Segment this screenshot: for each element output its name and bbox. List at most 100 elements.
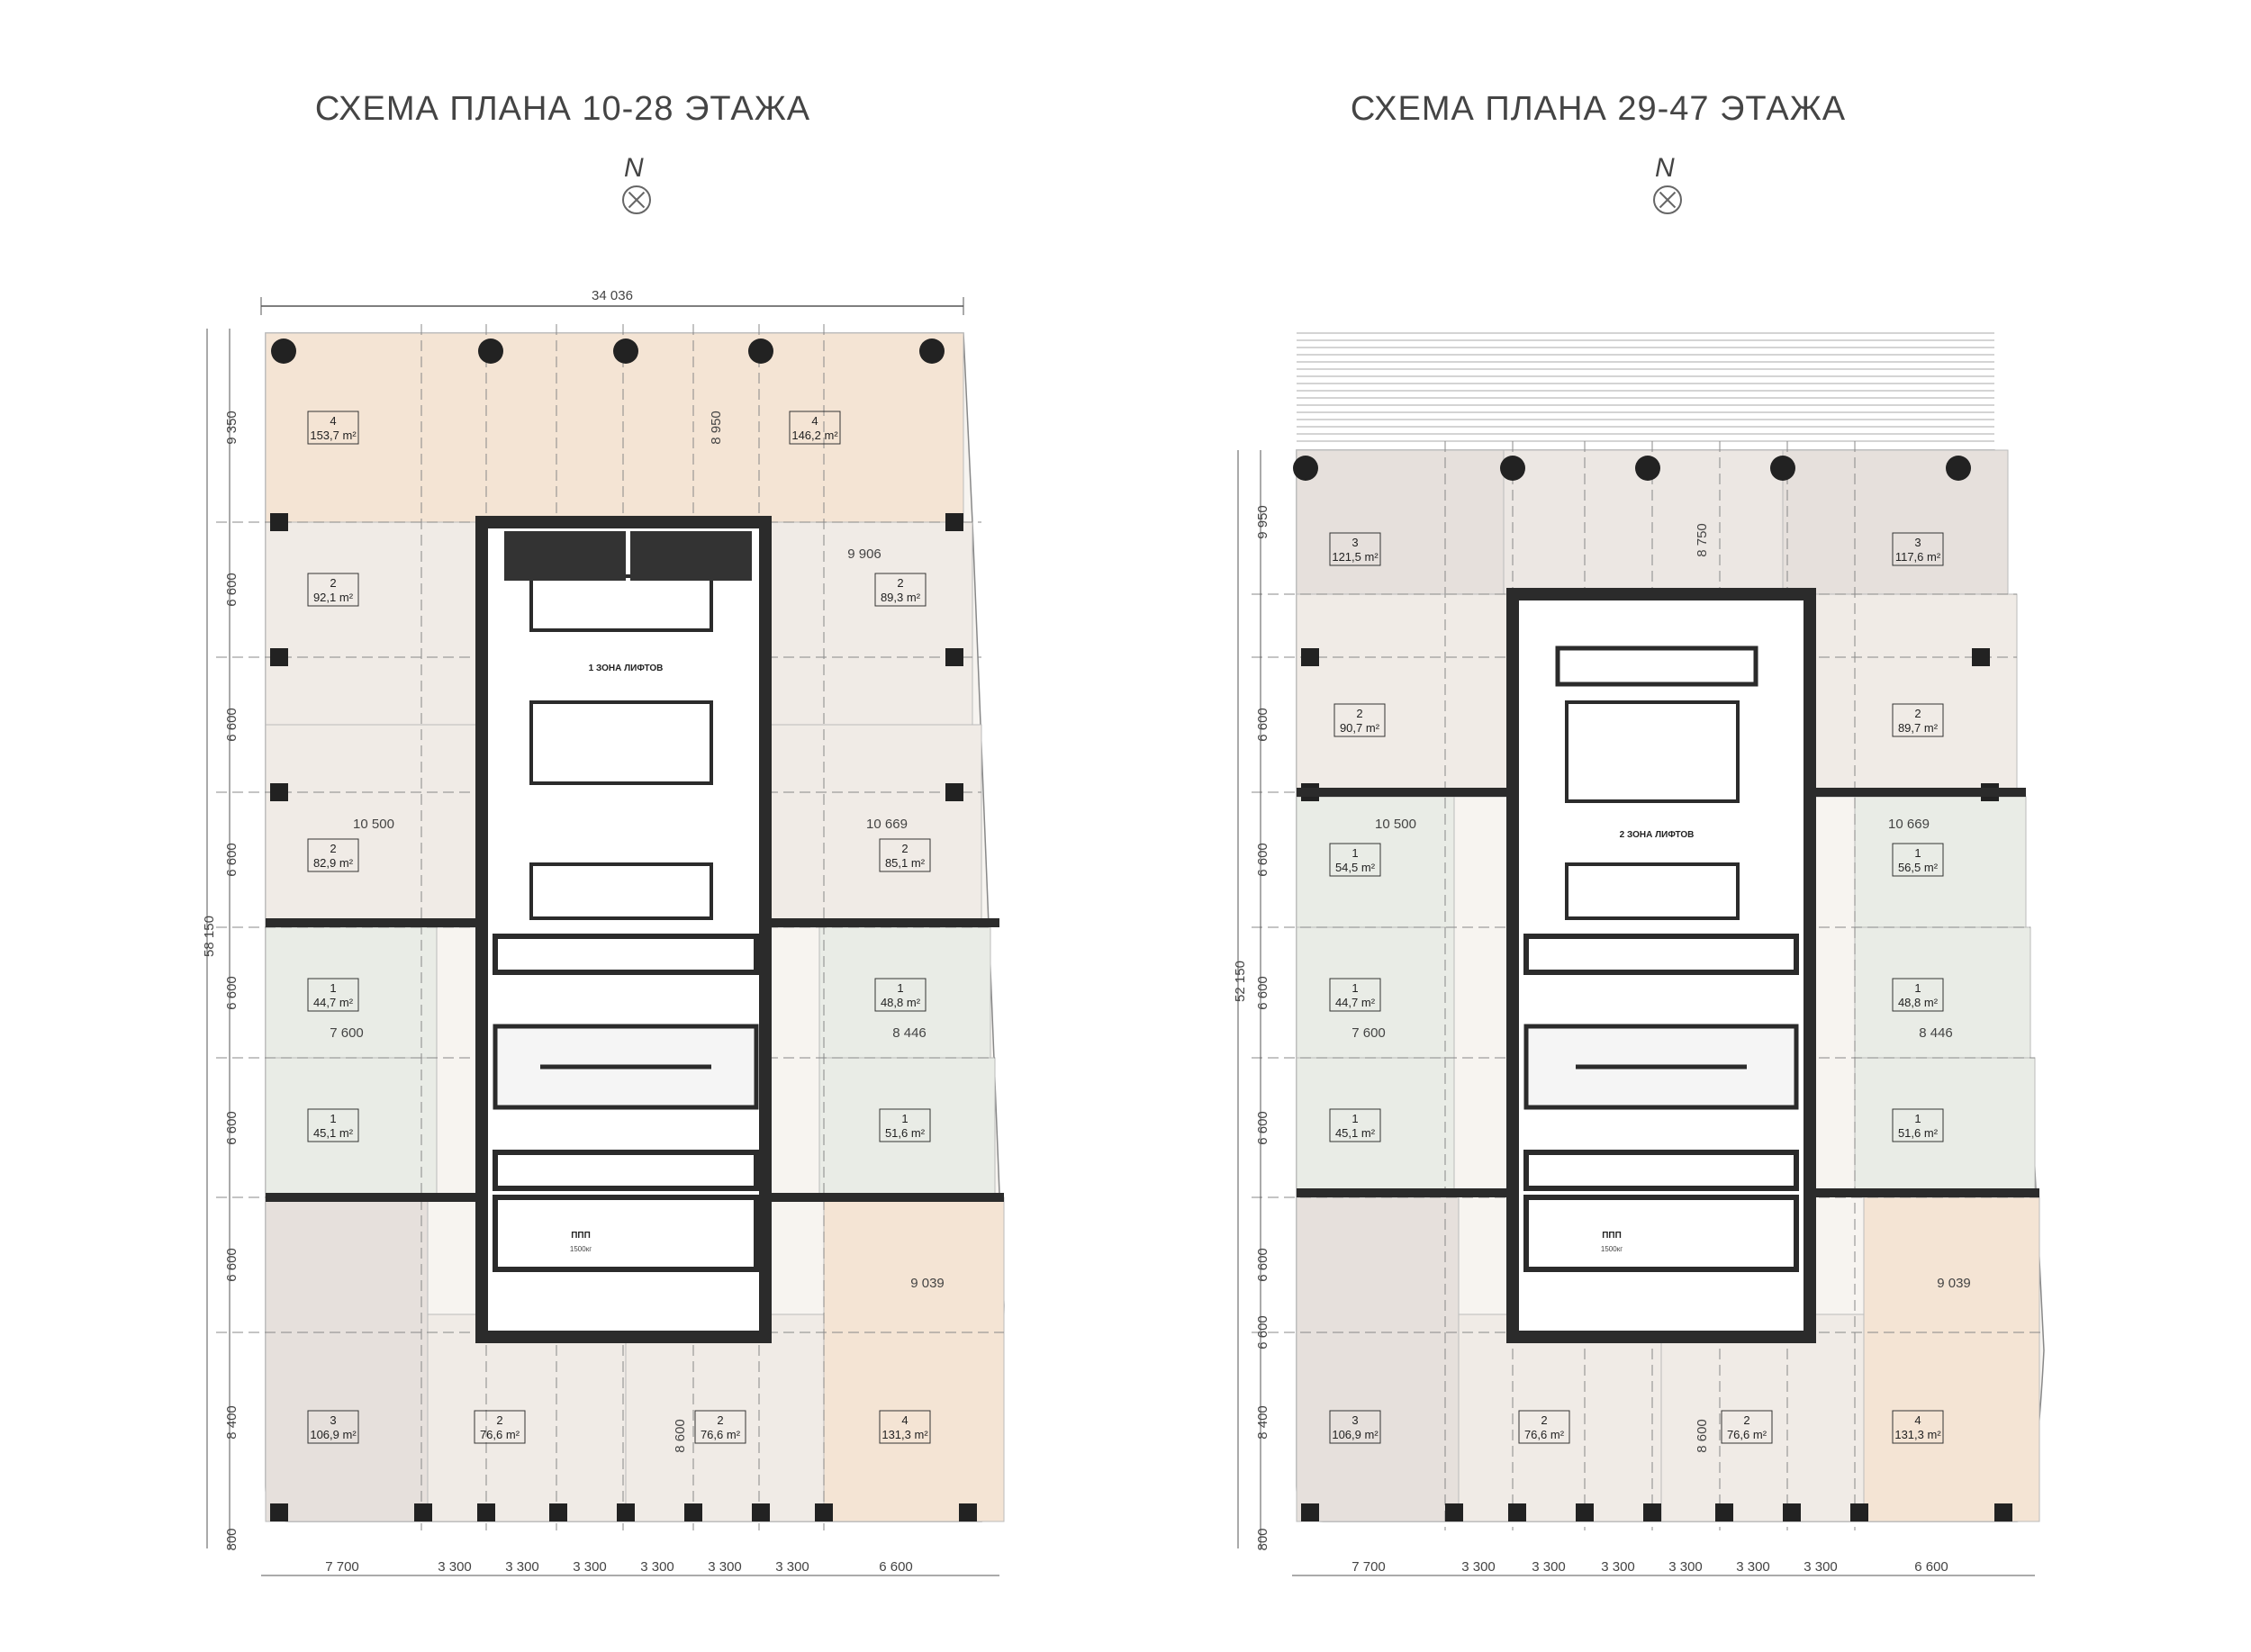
fire-sub: 1500кг — [1601, 1245, 1623, 1253]
svg-text:3 300: 3 300 — [708, 1559, 742, 1575]
svg-text:10 669: 10 669 — [866, 817, 908, 832]
svg-text:6 600: 6 600 — [224, 708, 240, 742]
unit-area: 48,8 m² — [881, 996, 921, 1009]
svg-text:10 500: 10 500 — [1375, 817, 1416, 832]
svg-text:8 750: 8 750 — [1695, 523, 1710, 557]
unit-label: 285,1 m² — [879, 838, 931, 872]
unit-label: 282,9 m² — [307, 838, 359, 872]
unit-label-box — [1329, 978, 1381, 1012]
unit-rooms: 2 — [1914, 707, 1921, 720]
svg-text:8 446: 8 446 — [1919, 1025, 1953, 1041]
north-arrow-icon: N — [608, 153, 662, 225]
unit-area: 45,1 m² — [313, 1126, 354, 1140]
svg-text:3 300: 3 300 — [573, 1559, 607, 1575]
fire-label: ППП — [571, 1231, 591, 1241]
svg-text:8 600: 8 600 — [673, 1419, 688, 1453]
unit-label-box — [474, 1410, 526, 1444]
unit-area: 89,3 m² — [881, 591, 921, 604]
unit-label: 148,8 m² — [1892, 978, 1944, 1012]
unit-label-box — [1892, 1108, 1944, 1142]
unit-area: 106,9 m² — [1332, 1428, 1379, 1441]
unit-label: 292,1 m² — [307, 573, 359, 607]
svg-text:8 400: 8 400 — [1255, 1405, 1270, 1440]
height-dim: 52 150 — [1233, 961, 1248, 1002]
svg-text:800: 800 — [1255, 1528, 1270, 1550]
svg-text:6 600: 6 600 — [224, 976, 240, 1010]
unit-rooms: 2 — [1356, 707, 1362, 720]
unit-area: 45,1 m² — [1335, 1126, 1376, 1140]
svg-text:3 300: 3 300 — [1601, 1559, 1635, 1575]
unit-rooms: 1 — [1914, 846, 1921, 860]
unit-rooms: 4 — [330, 414, 336, 428]
unit-label: 148,8 m² — [874, 978, 927, 1012]
unit-area: 146,2 m² — [791, 429, 838, 442]
unit-area: 76,6 m² — [1727, 1428, 1767, 1441]
svg-text:800: 800 — [224, 1528, 240, 1550]
svg-text:7 700: 7 700 — [325, 1559, 359, 1575]
unit-label: 289,7 m² — [1892, 703, 1944, 737]
unit-label: 156,5 m² — [1892, 843, 1944, 877]
unit-area: 48,8 m² — [1898, 996, 1939, 1009]
unit-label-box — [1892, 1410, 1944, 1444]
floor-plan-10-28: СХЕМА ПЛАНА 10-28 ЭТАЖА N 34 036 — [0, 0, 1126, 1652]
svg-text:8 446: 8 446 — [892, 1025, 927, 1041]
unit-label: 145,1 m² — [1329, 1108, 1381, 1142]
unit-label-box — [307, 978, 359, 1012]
north-label: N — [1655, 153, 1675, 183]
unit-rooms: 4 — [901, 1413, 908, 1427]
unit-area: 76,6 m² — [701, 1428, 741, 1441]
svg-text:9 350: 9 350 — [224, 411, 240, 445]
unit-label-box — [874, 573, 927, 607]
unit-label-box — [694, 1410, 746, 1444]
core-zone-label: 2 ЗОНА ЛИФТОВ — [1620, 830, 1695, 840]
unit-rooms: 1 — [901, 1112, 908, 1125]
svg-text:6 600: 6 600 — [879, 1559, 913, 1575]
unit-label: 289,3 m² — [874, 573, 927, 607]
svg-text:6 600: 6 600 — [224, 1111, 240, 1145]
unit-area: 82,9 m² — [313, 856, 354, 870]
unit-label: 151,6 m² — [1892, 1108, 1944, 1142]
plan-drawing: 2 ЗОНА ЛИФТОВ ППП 1500кг 9 950 6 600 6 6… — [1233, 332, 2045, 1576]
unit-label-box — [789, 411, 841, 445]
plan-drawing: 34 036 — [202, 288, 1005, 1576]
unit-rooms: 1 — [1352, 1112, 1358, 1125]
unit-area: 54,5 m² — [1335, 861, 1376, 874]
unit-label-box — [879, 1108, 931, 1142]
unit-rooms: 2 — [496, 1413, 502, 1427]
unit-label-box — [1892, 843, 1944, 877]
unit-rooms: 4 — [1914, 1413, 1921, 1427]
svg-text:3 300: 3 300 — [505, 1559, 539, 1575]
svg-text:3 300: 3 300 — [775, 1559, 809, 1575]
svg-text:9 039: 9 039 — [1937, 1276, 1971, 1291]
unit-label: 276,6 m² — [1518, 1410, 1570, 1444]
svg-text:6 600: 6 600 — [224, 573, 240, 607]
unit-rooms: 1 — [897, 981, 903, 995]
plan-title: СХЕМА ПЛАНА 10-28 ЭТАЖА — [314, 90, 811, 128]
unit-label: 154,5 m² — [1329, 843, 1381, 877]
svg-text:7 700: 7 700 — [1352, 1559, 1386, 1575]
svg-text:6 600: 6 600 — [1914, 1559, 1948, 1575]
svg-text:7 600: 7 600 — [330, 1025, 364, 1041]
unit-label-box — [1333, 703, 1386, 737]
unit-label: 144,7 m² — [1329, 978, 1381, 1012]
unit-label-box — [1329, 532, 1381, 566]
unit-label: 144,7 m² — [307, 978, 359, 1012]
plan-title: СХЕМА ПЛАНА 29-47 ЭТАЖА — [1350, 90, 1847, 128]
unit-rooms: 2 — [330, 842, 336, 855]
svg-text:3 300: 3 300 — [1736, 1559, 1770, 1575]
svg-text:3 300: 3 300 — [1668, 1559, 1703, 1575]
unit-rooms: 1 — [330, 981, 336, 995]
unit-rooms: 4 — [811, 414, 818, 428]
svg-text:6 600: 6 600 — [1255, 976, 1270, 1010]
unit-area: 51,6 m² — [885, 1126, 926, 1140]
unit-area: 76,6 m² — [480, 1428, 520, 1441]
unit-area: 85,1 m² — [885, 856, 926, 870]
unit-label-box — [307, 1108, 359, 1142]
unit-rooms: 2 — [330, 576, 336, 590]
svg-text:10 500: 10 500 — [353, 817, 394, 832]
